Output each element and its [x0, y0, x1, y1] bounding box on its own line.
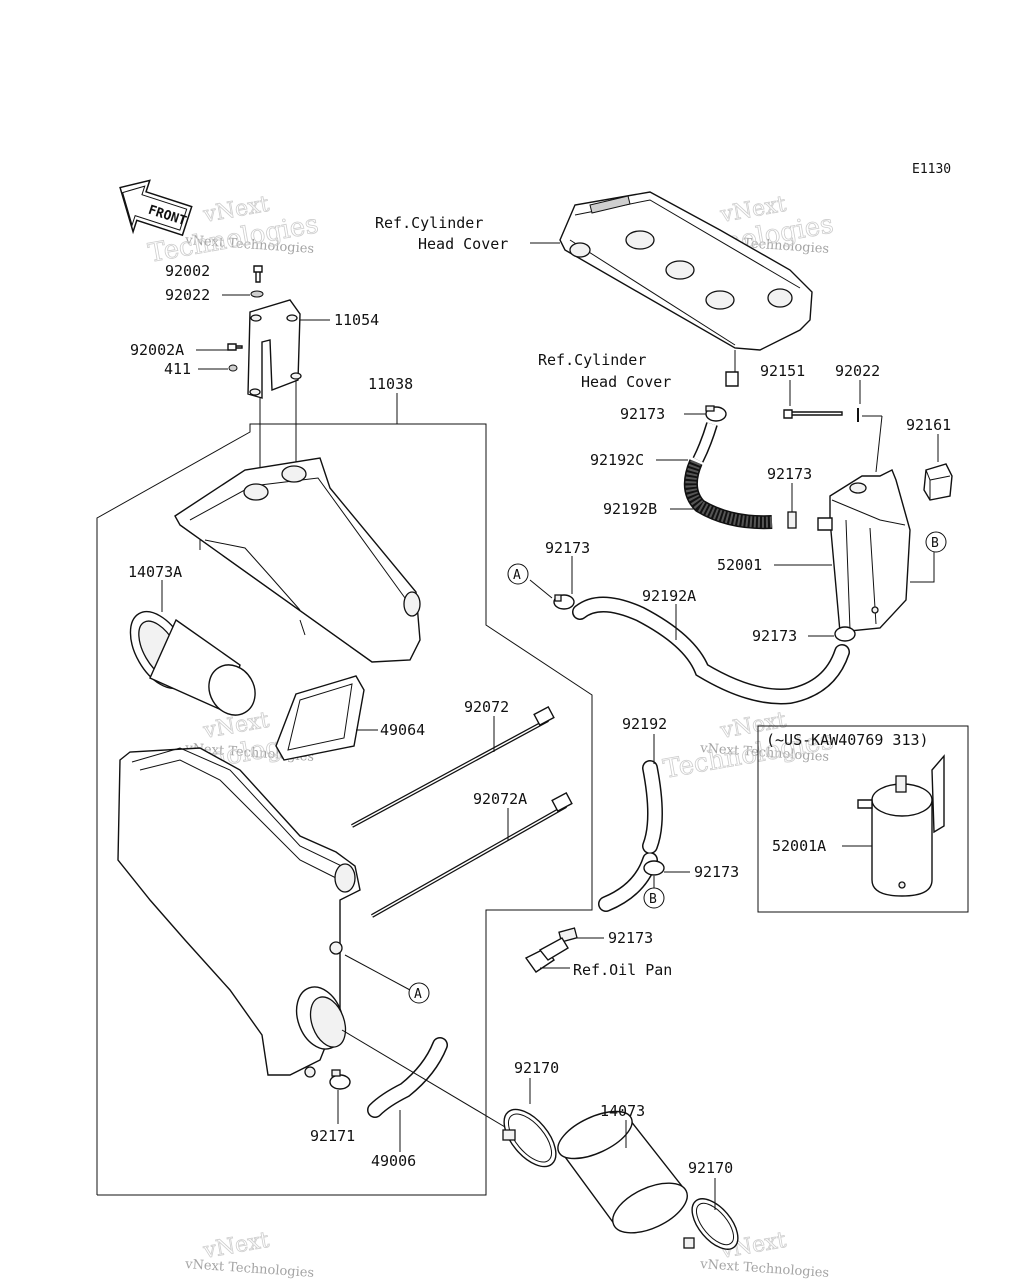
clamp-92173-a — [705, 405, 727, 422]
filter-14073A — [129, 610, 256, 716]
airbox-case — [117, 747, 361, 1078]
airbox-cover — [174, 457, 421, 663]
part-label: 92151 — [760, 362, 805, 380]
part-label: 52001 — [717, 556, 762, 574]
clamp-92173-b — [787, 511, 797, 529]
ref-circle-letter: A — [414, 987, 422, 1002]
part-label: 92072A — [473, 790, 527, 808]
ref-circle-B1: B — [925, 531, 947, 553]
ref-label: Head Cover — [418, 235, 508, 253]
hose-92192 — [599, 761, 662, 911]
part-label: 92192 — [622, 715, 667, 733]
clamp-92170-a — [502, 1108, 557, 1168]
tank-52001A — [857, 754, 945, 897]
fitting-cylinder-head — [725, 371, 739, 387]
part-label: 92170 — [514, 1059, 559, 1077]
part-label: 49064 — [380, 721, 425, 739]
part-label: 92072 — [464, 698, 509, 716]
hose-49006 — [368, 1038, 447, 1117]
part-label: 11054 — [334, 311, 379, 329]
hose-92192B — [685, 459, 773, 528]
ref-circle-A2: A — [408, 982, 430, 1004]
ref-label: Head Cover — [581, 373, 671, 391]
watermark-text: vNext Technologies — [699, 1257, 830, 1280]
clamp-92173-f — [558, 927, 578, 943]
bolt-92002 — [253, 265, 263, 283]
clamp-92173-d — [553, 594, 575, 610]
washer-92022 — [250, 290, 264, 298]
tank-52001 — [817, 469, 911, 633]
assembly-box — [96, 423, 593, 1196]
part-labels: 92002 92022 11054 92002A 411 11038 14073… — [128, 262, 951, 1177]
clamp-92170-b — [683, 1198, 739, 1250]
ref-label: Ref.Oil Pan — [573, 961, 672, 979]
hose-92192A — [573, 597, 849, 703]
duct-14073 — [557, 1110, 688, 1234]
front-arrow-icon: FRONT — [119, 179, 193, 237]
part-label: 92173 — [545, 539, 590, 557]
cable-tie-92072A — [371, 791, 573, 918]
screen-49064 — [275, 675, 365, 761]
part-label: 14073 — [600, 1102, 645, 1120]
watermark-text: vNext Technologies — [184, 1257, 315, 1280]
part-label: 92022 — [835, 362, 880, 380]
fitting-oil-pan — [524, 937, 569, 973]
part-label: 411 — [164, 360, 191, 378]
part-label: 92173 — [767, 465, 812, 483]
part-label: 92192B — [603, 500, 657, 518]
part-label: 92002A — [130, 341, 184, 359]
inset-box — [757, 725, 969, 913]
part-label: 14073A — [128, 563, 182, 581]
hose-92192C — [693, 422, 717, 463]
part-label: 11038 — [368, 375, 413, 393]
part-label: 92173 — [752, 627, 797, 645]
ref-label: Ref.Cylinder — [538, 351, 646, 369]
ref-circle-letter: B — [931, 536, 939, 551]
part-label: 92173 — [608, 929, 653, 947]
washer-411 — [228, 364, 238, 372]
clamp-92173-c — [834, 626, 856, 642]
cable-tie-92072 — [351, 705, 555, 828]
part-label: 92173 — [694, 863, 739, 881]
ref-circle-letter: A — [513, 568, 521, 583]
bracket-11054 — [247, 299, 302, 399]
part-label: 92173 — [620, 405, 665, 423]
part-label: 92192C — [590, 451, 644, 469]
ref-circle-B2: B — [643, 887, 665, 909]
ref-circle-letter: B — [649, 892, 657, 907]
part-label: 92161 — [906, 416, 951, 434]
part-label: 92171 — [310, 1127, 355, 1145]
clamp-92171 — [329, 1069, 351, 1090]
part-label: 92002 — [165, 262, 210, 280]
clamp-92173-e — [643, 860, 665, 876]
part-label: 92192A — [642, 587, 696, 605]
part-label: 49006 — [371, 1152, 416, 1170]
bolt-92151 — [783, 409, 843, 419]
ref-label: Ref.Cylinder — [375, 214, 483, 232]
part-label: 92170 — [688, 1159, 733, 1177]
part-label: 52001A — [772, 837, 826, 855]
cylinder-head-cover — [559, 191, 813, 351]
ref-circle-A1: A — [507, 563, 529, 585]
bolt-92002A — [227, 343, 243, 351]
nut-92161 — [923, 463, 953, 501]
part-label: 92022 — [165, 286, 210, 304]
watermark-text: vNext — [201, 1228, 271, 1264]
inset-note: (~US-KAW40769 313) — [766, 731, 929, 749]
diagram-code: E1130 — [912, 162, 951, 177]
